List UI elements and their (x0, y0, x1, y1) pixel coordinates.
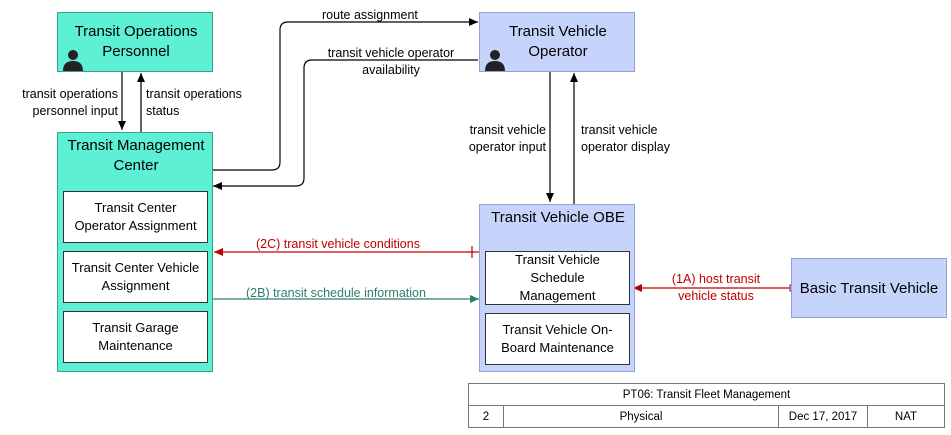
title-block-date: Dec 17, 2017 (778, 405, 868, 428)
transit-operations-personnel-label: Transit Operations Personnel (74, 23, 198, 60)
flow-label-operator-input: transit vehicle operator input (468, 123, 546, 154)
flow-line-operator-availability (213, 59, 478, 190)
transit-management-center-label: Transit Management Center (67, 137, 205, 174)
transit-vehicle-obe[interactable]: Transit Vehicle OBE Transit Vehicle Sche… (479, 204, 635, 372)
flow-label-operator-availability: transit vehicle operator availability (327, 46, 455, 77)
flow-label-personnel-input: transit operations personnel input (22, 87, 118, 118)
obe-onboard-maintenance[interactable]: Transit Vehicle On-Board Maintenance (485, 313, 630, 365)
tmc-operator-assignment[interactable]: Transit Center Operator Assignment (63, 191, 208, 243)
person-icon (485, 50, 505, 71)
flow-label-vehicle-conditions: (2C) transit vehicle conditions (256, 237, 420, 251)
basic-transit-vehicle[interactable]: Basic Transit Vehicle (791, 258, 947, 318)
flow-line-route-assignment (212, 18, 478, 171)
flow-label-route-assignment: route assignment (322, 8, 418, 22)
person-icon (63, 50, 83, 71)
tmc-garage-maintenance[interactable]: Transit Garage Maintenance (63, 311, 208, 363)
flow-label-schedule-information: (2B) transit schedule information (246, 286, 426, 300)
transit-operations-personnel[interactable]: Transit Operations Personnel (57, 12, 213, 72)
basic-transit-vehicle-label: Basic Transit Vehicle (799, 279, 939, 297)
transit-vehicle-operator-label: Transit Vehicle Operator (509, 23, 607, 60)
tmc-vehicle-assignment[interactable]: Transit Center Vehicle Assignment (63, 251, 208, 303)
transit-management-center[interactable]: Transit Management Center Transit Center… (57, 132, 213, 372)
obe-schedule-management[interactable]: Transit Vehicle Schedule Management (485, 251, 630, 305)
flow-label-operator-display: transit vehicle operator display (581, 123, 670, 154)
title-block-org: NAT (867, 405, 945, 428)
transit-vehicle-obe-label: Transit Vehicle OBE (491, 209, 625, 226)
title-block-number: 2 (468, 405, 504, 428)
title-block: PT06: Transit Fleet Management 2 Physica… (468, 383, 945, 428)
transit-vehicle-operator[interactable]: Transit Vehicle Operator (479, 12, 635, 72)
flow-label-host-vehicle-status: (1A) host transit vehicle status (671, 272, 761, 303)
flow-label-operations-status: transit operations status (146, 87, 242, 118)
title-block-view: Physical (503, 405, 779, 428)
title-block-title: PT06: Transit Fleet Management (468, 383, 945, 406)
